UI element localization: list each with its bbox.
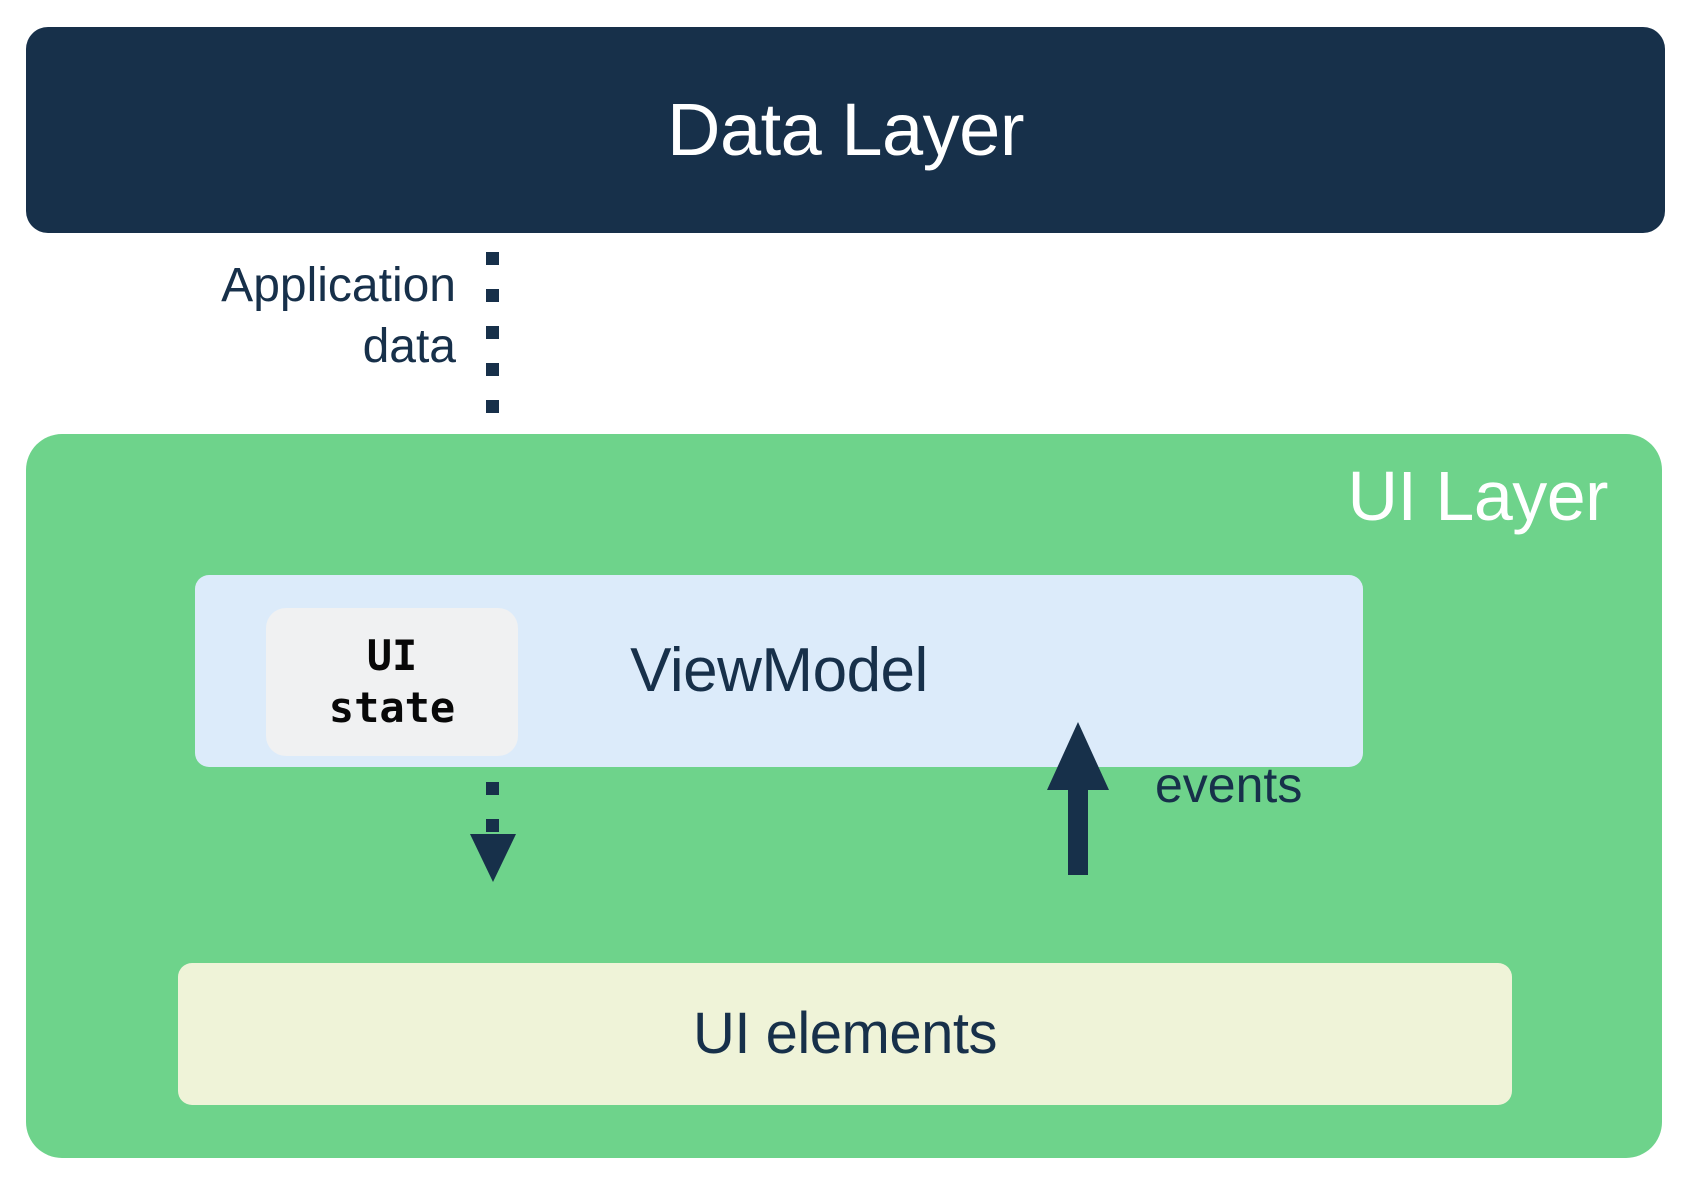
arrow-down-icon-to-ui-elements	[470, 834, 516, 882]
ui-state-chip: UI state	[266, 608, 518, 756]
data-layer-title: Data Layer	[667, 88, 1024, 171]
ui-elements-label: UI elements	[693, 1001, 997, 1066]
ui-elements-box: UI elements	[178, 963, 1512, 1105]
ui-state-line-2: state	[328, 683, 456, 732]
viewmodel-label: ViewModel	[630, 636, 928, 705]
data-layer-box: Data Layer	[26, 27, 1665, 233]
ui-state-line-1: UI	[366, 631, 418, 681]
arrow-up-shaft-events	[1068, 787, 1088, 875]
ui-layer-title: UI Layer	[1347, 457, 1608, 535]
dotted-connector-state-to-elements	[486, 782, 499, 844]
arrow-up-icon-events	[1047, 722, 1109, 790]
events-label: events	[1155, 757, 1303, 813]
application-data-label: Application data	[221, 259, 456, 374]
